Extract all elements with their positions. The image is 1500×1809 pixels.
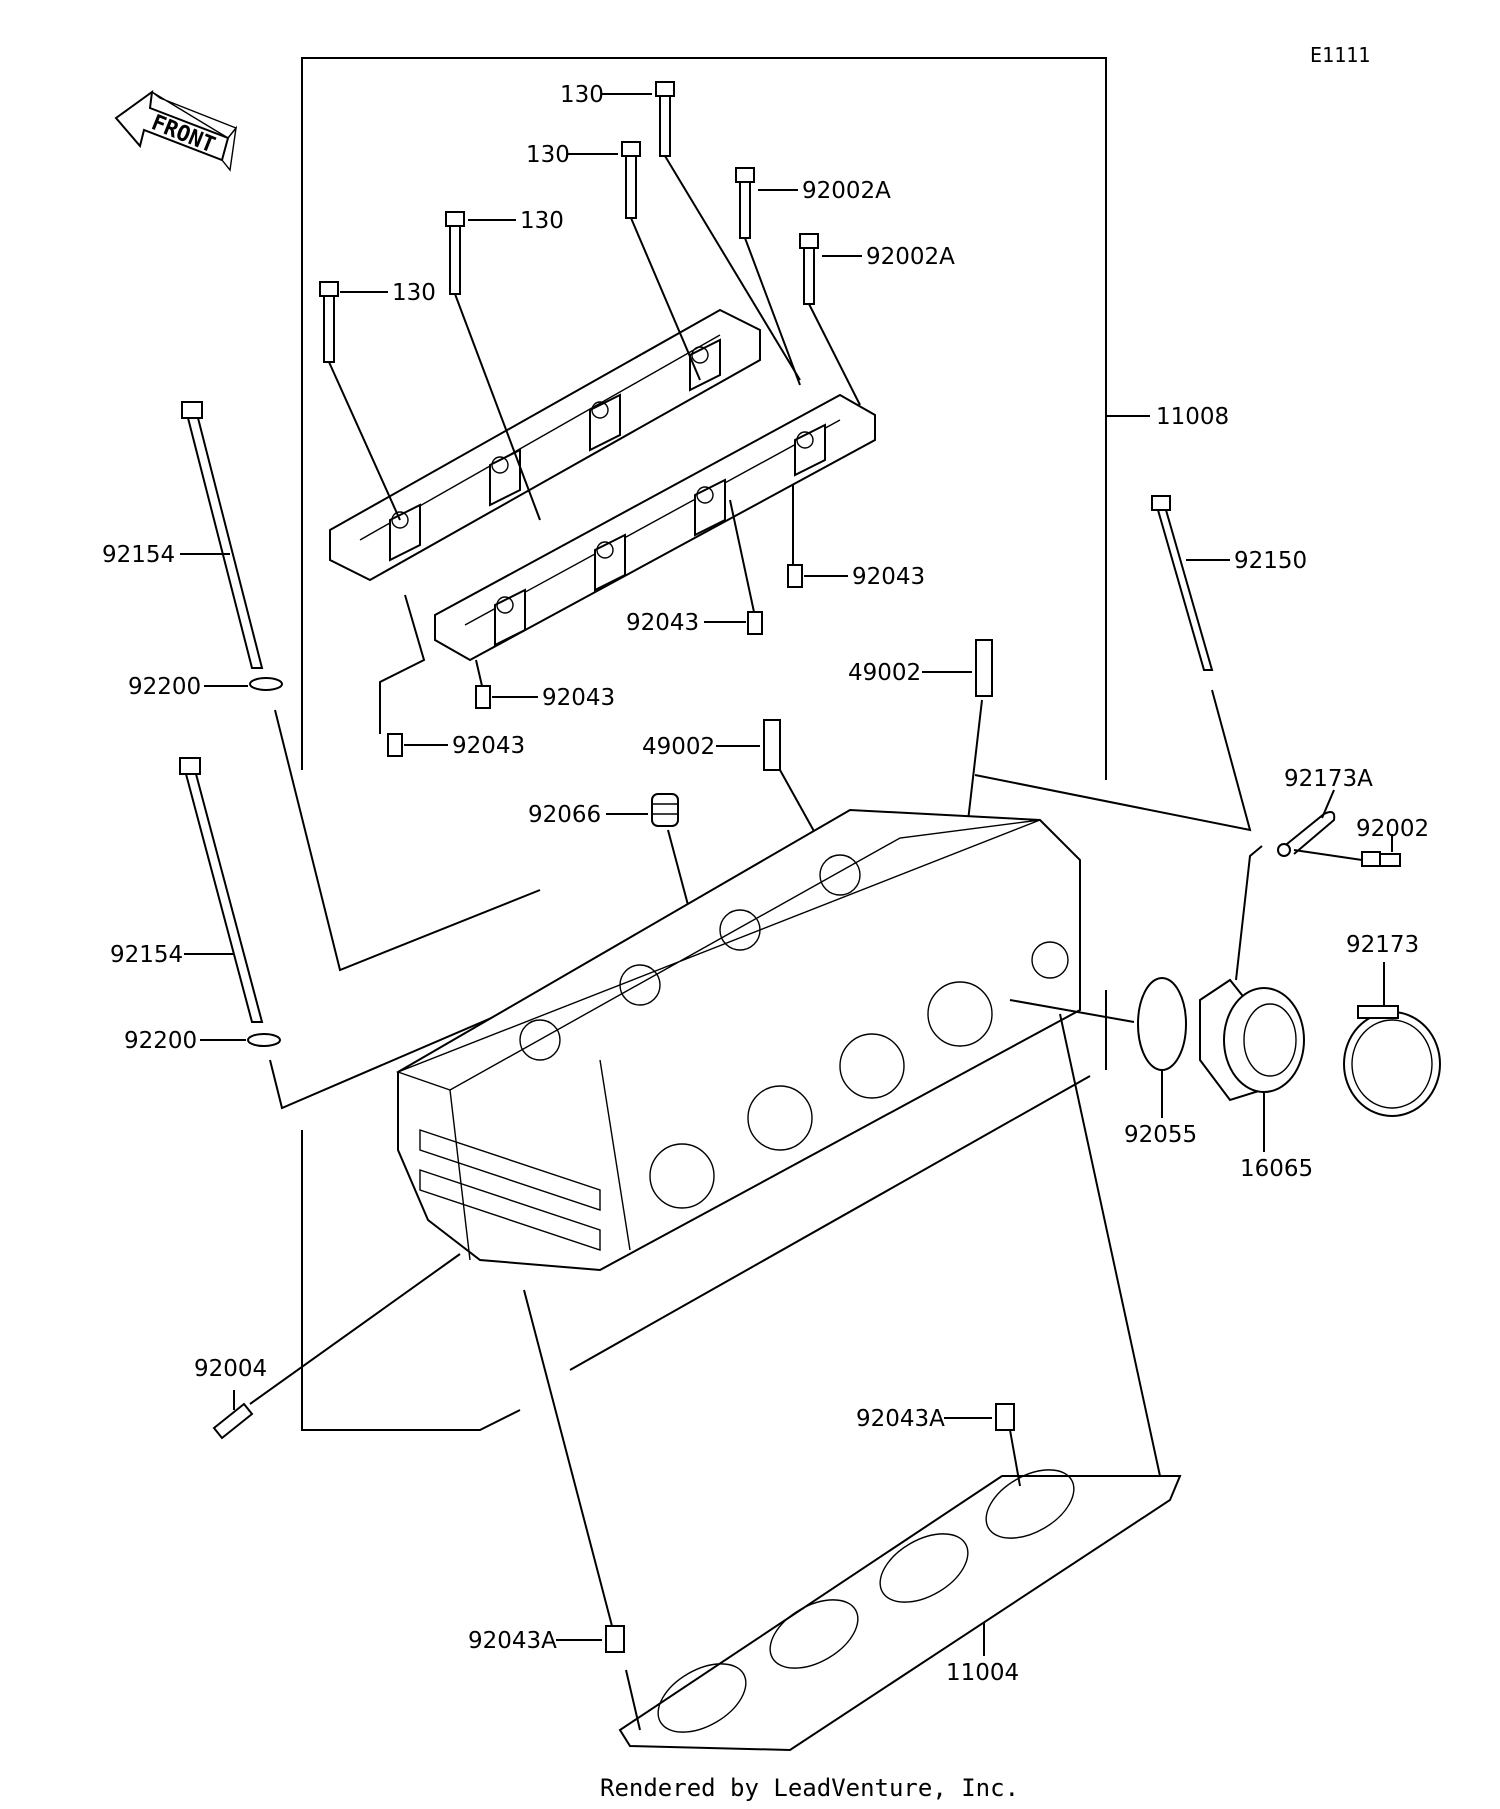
dowel-92043-a <box>787 564 803 588</box>
label-130-a: 130 <box>560 82 604 108</box>
dowel-92043-b <box>747 611 763 635</box>
label-92154-a: 92154 <box>102 542 175 568</box>
head-bolt-92154-lower <box>179 757 264 1023</box>
diagram-code: E1111 <box>1310 43 1370 67</box>
bolt-130-a <box>655 81 801 381</box>
holder-16065 <box>1199 978 1305 1102</box>
label-92043A-upper: 92043A <box>856 1406 945 1432</box>
cylinder-head <box>395 808 1081 1272</box>
oring-92055 <box>1137 977 1187 1071</box>
dowel-92043A-upper <box>995 1403 1015 1431</box>
label-92200-a: 92200 <box>128 674 201 700</box>
label-92173A: 92173A <box>1284 766 1373 792</box>
label-92043A-lower: 92043A <box>468 1628 557 1654</box>
band-clamp-92173 <box>1343 1005 1441 1117</box>
label-92043-d: 92043 <box>452 733 525 759</box>
dowel-92043-d <box>387 733 403 757</box>
label-92055: 92055 <box>1124 1122 1197 1148</box>
label-49002-a: 49002 <box>848 660 921 686</box>
label-16065: 16065 <box>1240 1156 1313 1182</box>
label-130-b: 130 <box>526 142 570 168</box>
dowel-92043A-lower <box>605 1625 625 1653</box>
bolt-92002A-a <box>735 167 801 386</box>
valve-guide-49002-b <box>763 719 781 771</box>
seal-92066 <box>651 793 679 827</box>
washer-92200-a <box>249 677 283 691</box>
label-130-d: 130 <box>392 280 436 306</box>
label-92002A-b: 92002A <box>866 244 955 270</box>
label-49002-b: 49002 <box>642 734 715 760</box>
label-92150: 92150 <box>1234 548 1307 574</box>
label-92002: 92002 <box>1356 816 1429 842</box>
camshaft-cap-lower <box>434 393 876 662</box>
washer-92200-b <box>247 1033 281 1047</box>
valve-guide-49002-a <box>975 639 993 697</box>
assembly-bracket <box>301 57 1150 1431</box>
bolt-130-b <box>621 141 701 381</box>
label-130-c: 130 <box>520 208 564 234</box>
label-92043-b: 92043 <box>626 610 699 636</box>
head-bolt-92154-upper <box>181 401 264 669</box>
head-bolt-92150 <box>1151 495 1214 671</box>
label-92173: 92173 <box>1346 932 1419 958</box>
front-arrow-icon: FRONT <box>114 89 238 172</box>
label-11008: 11008 <box>1156 404 1229 430</box>
label-92066: 92066 <box>528 802 601 828</box>
dowel-92043-c <box>475 685 491 709</box>
label-92004: 92004 <box>194 1356 267 1382</box>
camshaft-cap-upper <box>329 308 761 582</box>
label-92200-b: 92200 <box>124 1028 197 1054</box>
label-92043-a: 92043 <box>852 564 925 590</box>
footer-credit: Rendered by LeadVenture, Inc. <box>600 1774 1019 1802</box>
head-gasket-11004 <box>618 1469 1182 1752</box>
stud-92004 <box>212 1402 254 1440</box>
label-92154-b: 92154 <box>110 942 183 968</box>
label-92043-c: 92043 <box>542 685 615 711</box>
bolt-130-d <box>319 281 401 521</box>
bolt-92002A-b <box>799 233 861 406</box>
screw-92002 <box>1361 851 1401 867</box>
label-11004: 11004 <box>946 1660 1019 1686</box>
bolt-130-c <box>445 211 541 521</box>
label-92002A-a: 92002A <box>802 178 891 204</box>
